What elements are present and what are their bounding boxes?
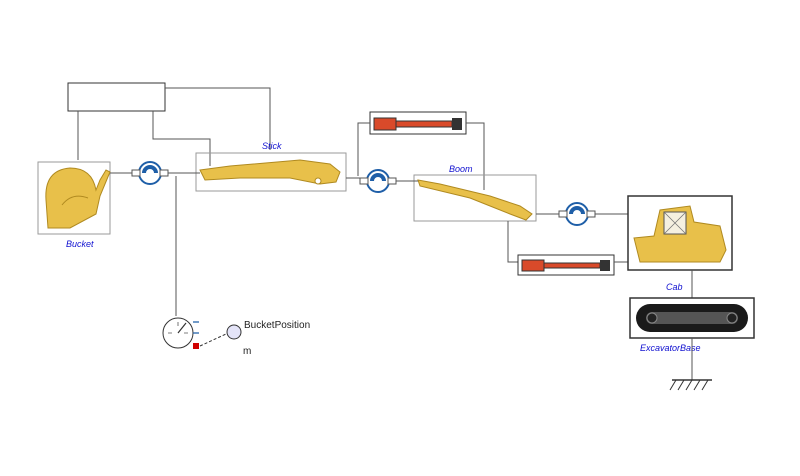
wire-upper-cylinder-right [466, 122, 485, 190]
wire-upper-cylinder-left [357, 122, 370, 176]
wire-controller-top [165, 87, 271, 150]
cab-component[interactable] [627, 195, 733, 271]
position-sensor[interactable] [162, 317, 199, 349]
sensor-output-connection [199, 333, 227, 347]
ground-symbol [669, 379, 712, 391]
stick-component[interactable] [195, 152, 347, 192]
lower-cylinder[interactable] [517, 254, 615, 276]
controller-block[interactable] [67, 82, 166, 112]
bucket-position-output[interactable] [226, 324, 242, 340]
stick-label: Stick [262, 141, 282, 151]
excavator-base-label: ExcavatorBase [640, 343, 701, 353]
boom-label: Boom [449, 164, 473, 174]
boom-component[interactable] [413, 174, 537, 222]
joint-bucket-stick[interactable] [131, 161, 169, 185]
upper-cylinder[interactable] [369, 111, 467, 135]
bucket-position-unit: m [243, 346, 251, 357]
joint-stick-boom[interactable] [359, 169, 397, 193]
bucket-position-label: BucketPosition [244, 320, 310, 331]
cab-label: Cab [666, 282, 683, 292]
bucket-component[interactable] [37, 161, 111, 235]
excavator-base-component[interactable] [629, 297, 755, 339]
joint-boom-cab[interactable] [558, 202, 596, 226]
bucket-label: Bucket [66, 239, 94, 249]
wire-boom-lower-cylinder [507, 221, 518, 263]
wire-controller-stick [152, 111, 211, 166]
